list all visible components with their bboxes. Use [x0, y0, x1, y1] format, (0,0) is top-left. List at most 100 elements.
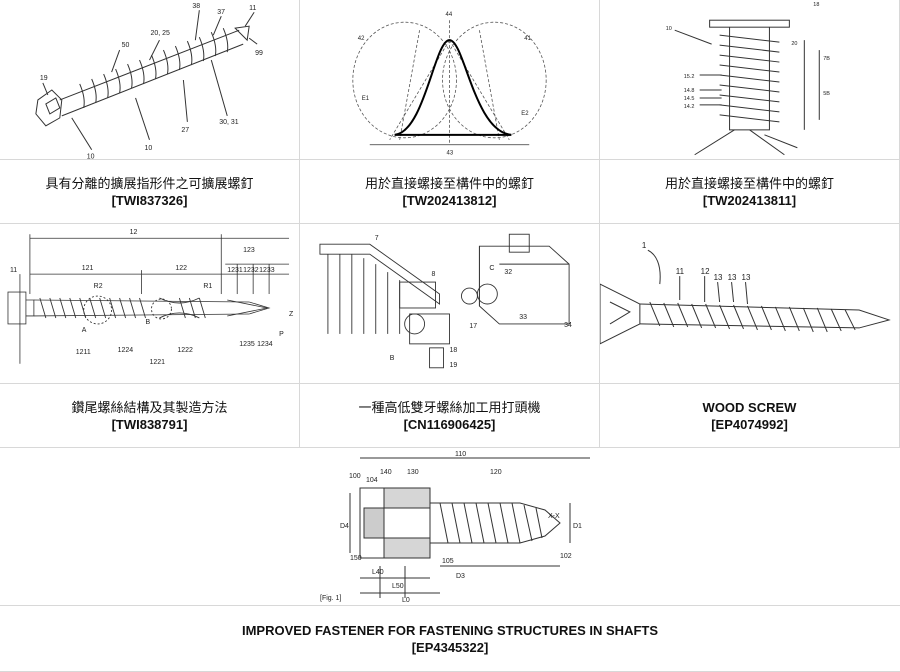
figure-label: L40: [372, 569, 384, 576]
patent-drawing-4: 12 11 121 122 123 1231 1232 1233 R2 R1 B…: [0, 224, 299, 384]
figure-label: 38: [192, 3, 200, 10]
figure-label: 1222: [177, 347, 193, 354]
figure-label: 130: [407, 469, 419, 476]
patent-card-7[interactable]: 110 100 104 140 130 120 D4 D1 102 150 L4…: [0, 448, 900, 672]
figure-label: 20: [791, 41, 797, 47]
figure-label: B: [146, 319, 151, 326]
figure-label: 11: [10, 267, 17, 274]
patent-card-2[interactable]: 44 42 41 E1 E2 43 用於直接螺接至構件中的螺釘 [TW20241…: [300, 0, 600, 224]
patent-card-3[interactable]: 18 10 20 15.2 14.8 14.5 14.2 7B 5B 用於直接螺…: [600, 0, 900, 224]
figure-label: 110: [455, 451, 466, 458]
figure-label: 1233: [259, 267, 275, 274]
figure-label: 1232: [243, 267, 259, 274]
figure-label: 20, 25: [150, 30, 169, 37]
figure-label: 33: [519, 314, 527, 321]
label: 19: [40, 75, 48, 82]
figure-label: 30, 31: [219, 119, 238, 126]
figure-label: 122: [175, 265, 187, 272]
figure-label: 18: [450, 347, 458, 354]
figure-label: 1221: [150, 359, 166, 366]
patent-title: 鑽尾螺絲結構及其製造方法: [71, 399, 228, 415]
figure-label: 10: [145, 145, 153, 152]
patent-title: 具有分離的擴展指形件之可擴展螺釘: [45, 175, 254, 191]
figure-label: Z: [289, 311, 294, 318]
patent-title: 一種高低雙牙螺絲加工用打頭機: [358, 399, 541, 415]
patent-number[interactable]: [CN116906425]: [403, 416, 496, 432]
figure-label: 42: [358, 36, 365, 42]
figure-label: E2: [521, 111, 529, 117]
figure-label: 14.5: [684, 96, 695, 102]
figure-label: 14.8: [684, 88, 695, 94]
figure-label: P: [279, 331, 284, 338]
patent-title: WOOD SCREW: [702, 399, 797, 415]
figure-label: 13: [728, 273, 737, 282]
figure-label: C: [489, 265, 494, 272]
patent-number[interactable]: [TW202413812]: [402, 192, 497, 208]
figure-label: 123: [243, 247, 255, 254]
figure-label: 18: [813, 2, 819, 8]
patent-number[interactable]: [EP4074992]: [711, 416, 788, 432]
figure-label: R1: [203, 283, 212, 290]
figure-label: 121: [82, 265, 94, 272]
figure-label: 8: [432, 271, 436, 278]
patent-drawing-7: 110 100 104 140 130 120 D4 D1 102 150 L4…: [0, 448, 900, 606]
figure-label: 10: [87, 154, 95, 160]
patent-drawing-5: 7 8 C 32 17 33 34 18 19 B: [300, 224, 599, 384]
figure-label: E1: [362, 96, 370, 102]
figure-label: 17: [469, 323, 477, 330]
figure-label: 13: [714, 273, 723, 282]
patent-card-6[interactable]: 1 11 12 13 13 13 WOOD SCREW [EP4074992]: [600, 224, 900, 448]
figure-label: 44: [446, 12, 453, 18]
patent-caption-7: IMPROVED FASTENER FOR FASTENING STRUCTUR…: [0, 605, 900, 671]
figure-label: 15.2: [684, 74, 695, 80]
figure-label: 10: [666, 26, 672, 32]
figure-label: 1231: [227, 267, 243, 274]
figure-label: 7: [375, 235, 379, 242]
patent-caption-4: 鑽尾螺絲結構及其製造方法 [TWI838791]: [0, 383, 299, 447]
figure-label: 13: [742, 273, 751, 282]
figure-label: B: [390, 355, 395, 362]
figure-label: 19: [450, 362, 458, 369]
figure-label: D1: [573, 523, 582, 530]
patent-number[interactable]: [TWI838791]: [111, 416, 188, 432]
figure-label: 1234: [257, 341, 273, 348]
patent-card-1[interactable]: 19 50 20, 25 38 37 11 99 27 30, 31 10 10…: [0, 0, 300, 224]
patent-title: 用於直接螺接至構件中的螺釘: [364, 175, 534, 191]
figure-label: 5B: [823, 91, 830, 97]
figure-label: L0: [402, 597, 410, 604]
patent-number[interactable]: [EP4345322]: [411, 639, 489, 655]
figure-label: 34: [564, 322, 572, 329]
patent-card-4[interactable]: 12 11 121 122 123 1231 1232 1233 R2 R1 B…: [0, 224, 300, 448]
figure-label: 12: [701, 267, 710, 276]
figure-label: 150: [350, 555, 362, 562]
figure-label: 41: [524, 36, 531, 42]
figure-label: 37: [217, 9, 225, 16]
figure-label: 104: [366, 477, 378, 484]
figure-label: 105: [442, 558, 454, 565]
patent-number[interactable]: [TWI837326]: [111, 192, 188, 208]
figure-label: D4: [340, 523, 349, 530]
figure-label: R2: [94, 283, 103, 290]
figure-label: 11: [249, 5, 256, 12]
figure-label: 27: [181, 127, 189, 134]
patent-number[interactable]: [TW202413811]: [702, 192, 797, 208]
figure-label: 14.2: [684, 104, 695, 110]
patent-drawing-1: 19 50 20, 25 38 37 11 99 27 30, 31 10 10: [0, 0, 299, 160]
figure-label: A: [82, 327, 87, 334]
figure-label: 1224: [118, 347, 134, 354]
figure-label: D3: [456, 573, 465, 580]
figure-label: [Fig. 1]: [320, 595, 341, 602]
patent-caption-6: WOOD SCREW [EP4074992]: [600, 383, 899, 447]
patent-drawing-3: 18 10 20 15.2 14.8 14.5 14.2 7B 5B: [600, 0, 899, 160]
figure-label: 140: [380, 469, 392, 476]
figure-label: 50: [122, 42, 130, 49]
figure-label: 1: [642, 241, 647, 250]
figure-label: 12: [130, 229, 138, 236]
figure-label: X-X: [548, 513, 560, 520]
figure-label: 7B: [823, 56, 830, 62]
patent-caption-2: 用於直接螺接至構件中的螺釘 [TW202413812]: [300, 159, 599, 223]
figure-label: 43: [447, 151, 454, 157]
figure-label: 120: [490, 469, 502, 476]
patent-card-5[interactable]: 7 8 C 32 17 33 34 18 19 B 一種高低雙牙螺絲加工用打頭機…: [300, 224, 600, 448]
